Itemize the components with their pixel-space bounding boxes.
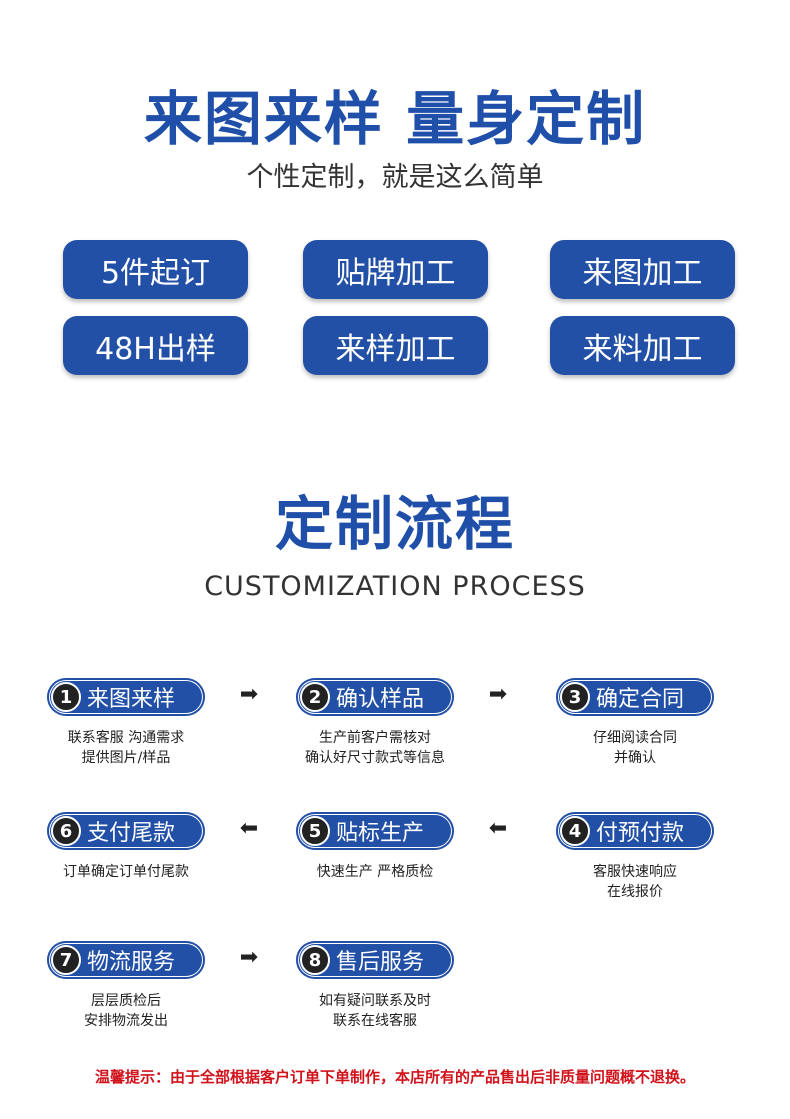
step-label: 支付尾款 (87, 821, 176, 846)
step-label: 来图来样 (87, 687, 176, 712)
step-desc-line: 提供图片/样品 (81, 750, 171, 766)
step-description: 生产前客户需核对确认好尺寸款式等信息 (275, 728, 475, 768)
step-description: 客服快速响应在线报价 (535, 862, 735, 902)
process-title: 定制流程 (274, 490, 515, 558)
step-desc-line: 快速生产 严格质检 (316, 864, 434, 880)
step-desc-line: 联系在线客服 (333, 1013, 417, 1029)
step-description: 订单确定订单付尾款 (26, 862, 226, 882)
arrow-left-icon: ⬅ (239, 816, 259, 841)
step-number-icon: 1 (51, 682, 81, 712)
step-description: 仔细阅读合同并确认 (535, 728, 735, 768)
step-desc-line: 确认好尺寸款式等信息 (305, 750, 445, 766)
step-number-icon: 5 (300, 816, 330, 846)
step-desc-line: 在线报价 (607, 884, 663, 900)
step-number-icon: 3 (560, 682, 590, 712)
process-subtitle: CUSTOMIZATION PROCESS (204, 571, 586, 602)
step-number-icon: 8 (300, 945, 330, 975)
step-desc-line: 如有疑问联系及时 (319, 993, 431, 1009)
step-number-icon: 6 (51, 816, 81, 846)
tag-by-sample: 来样加工 (303, 316, 488, 375)
step-label: 贴标生产 (336, 821, 425, 846)
step-desc-line: 客服快速响应 (593, 864, 677, 880)
step-description: 联系客服 沟通需求提供图片/样品 (26, 728, 226, 768)
step-description: 快速生产 严格质检 (275, 862, 475, 882)
step-label: 售后服务 (336, 950, 425, 975)
arrow-right-icon: ➡ (239, 682, 259, 707)
step-desc-line: 仔细阅读合同 (593, 730, 677, 746)
arrow-right-icon: ➡ (488, 682, 508, 707)
tag-min-order: 5件起订 (63, 240, 248, 299)
tag-by-drawing: 来图加工 (550, 240, 735, 299)
step-desc-line: 生产前客户需核对 (319, 730, 431, 746)
step-number-icon: 2 (300, 682, 330, 712)
page-subtitle: 个性定制，就是这么简单 (246, 162, 544, 193)
step-description: 如有疑问联系及时联系在线客服 (275, 991, 475, 1031)
footer-notice: 温馨提示：由于全部根据客户订单下单制作，本店所有的产品售出后非质量问题概不退换。 (94, 1068, 695, 1086)
step-desc-line: 订单确定订单付尾款 (63, 864, 189, 880)
step-desc-line: 并确认 (614, 750, 656, 766)
step-description: 层层质检后安排物流发出 (26, 991, 226, 1031)
step-label: 确认样品 (336, 687, 425, 712)
tag-oem: 贴牌加工 (303, 240, 488, 299)
tag-48h-sample: 48H出样 (63, 316, 248, 375)
page-title: 来图来样 量身定制 (143, 85, 647, 153)
tag-by-material: 来料加工 (550, 316, 735, 375)
step-desc-line: 联系客服 沟通需求 (67, 730, 185, 746)
step-label: 付预付款 (596, 821, 685, 846)
step-number-icon: 7 (51, 945, 81, 975)
step-number-icon: 4 (560, 816, 590, 846)
arrow-right-icon: ➡ (239, 945, 259, 970)
step-desc-line: 层层质检后 (91, 993, 161, 1009)
arrow-left-icon: ⬅ (488, 816, 508, 841)
step-label: 物流服务 (87, 950, 176, 975)
step-label: 确定合同 (596, 687, 685, 712)
step-desc-line: 安排物流发出 (84, 1013, 168, 1029)
